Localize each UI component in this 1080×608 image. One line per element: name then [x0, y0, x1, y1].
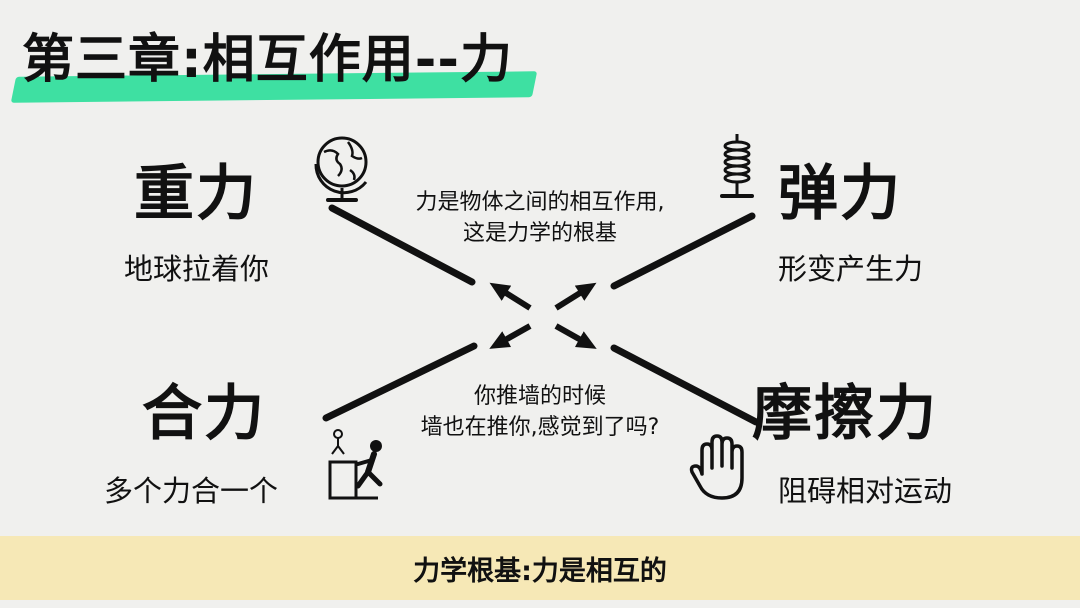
label-friction: 摩擦力: [752, 379, 938, 449]
hand-icon: [689, 434, 744, 500]
center-bottom-line2: 墙也在推你,感觉到了吗?: [420, 414, 660, 440]
center-top-line1: 力是物体之间的相互作用,: [415, 190, 665, 215]
person-pushing-box-icon: [328, 429, 383, 500]
arrow-up-right: [554, 282, 597, 311]
globe-icon: [314, 136, 368, 202]
label-resultant: 合力: [142, 379, 266, 449]
spring-icon: [720, 134, 754, 198]
line-friction: [610, 344, 760, 426]
desc-elastic: 形变产生力: [778, 252, 924, 286]
arrow-down-left: [489, 323, 532, 349]
line-gravity: [328, 204, 476, 286]
line-elastic: [610, 212, 756, 290]
footer-bar: [0, 536, 1080, 600]
desc-resultant: 多个力合一个: [104, 474, 279, 508]
center-bottom-line1: 你推墙的时候: [473, 384, 606, 409]
label-elastic: 弹力: [778, 159, 902, 229]
title-block: 第三章:相互作用--力: [10, 28, 554, 112]
desc-friction: 阻碍相对运动: [778, 474, 953, 508]
desc-gravity: 地球拉着你: [124, 252, 270, 286]
label-gravity: 重力: [134, 159, 258, 229]
page-title: 第三章:相互作用--力: [22, 30, 513, 90]
center-top-text: 力是物体之间的相互作用, 这是力学的根基: [380, 188, 700, 250]
arrow-up-left: [489, 282, 532, 311]
footer-text: 力学根基:力是相互的: [413, 556, 667, 587]
line-resultant: [322, 342, 478, 422]
center-top-line2: 这是力学的根基: [462, 220, 617, 246]
arrow-down-right: [554, 323, 597, 349]
center-bottom-text: 你推墙的时候 墙也在推你,感觉到了吗?: [380, 382, 700, 444]
